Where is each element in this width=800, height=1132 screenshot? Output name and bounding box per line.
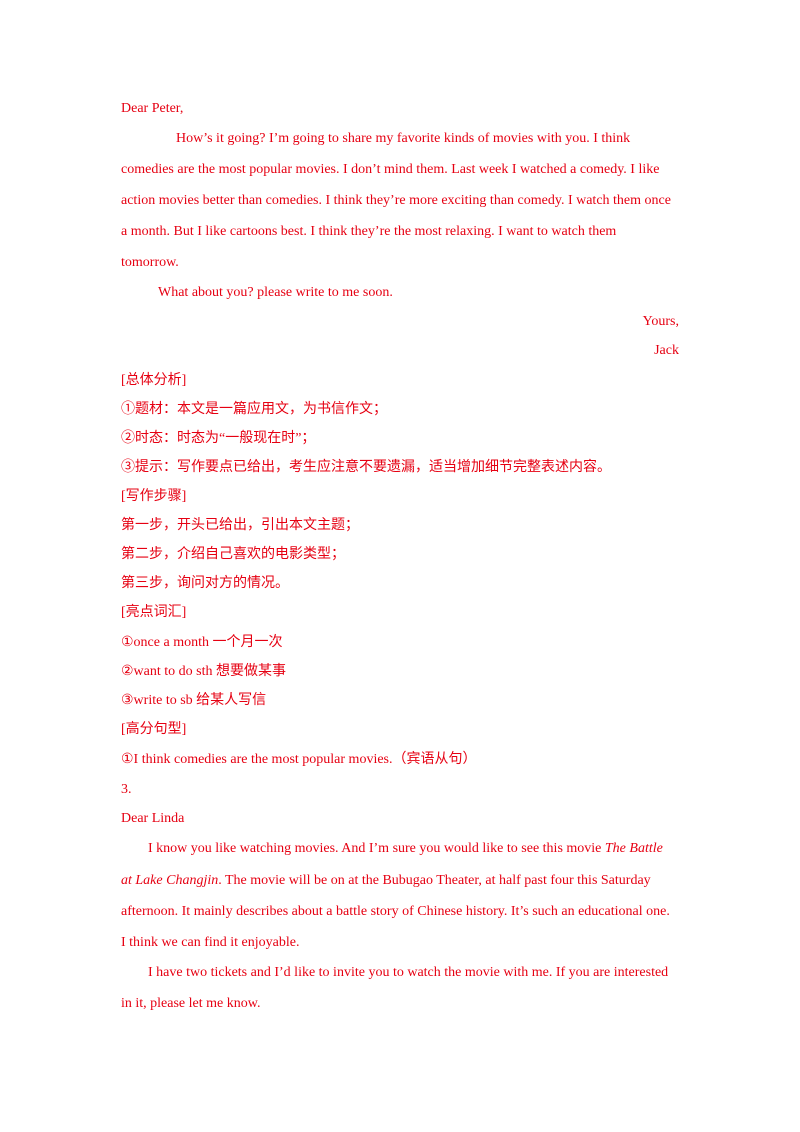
vocab-item: ①once a month 一个月一次	[121, 635, 283, 650]
letter2-p1-text: . The movie will be on at the Bubugao Th…	[218, 873, 651, 888]
letter2-p2-line: I have two tickets and I’d like to invit…	[148, 965, 669, 980]
overall-analysis-item: ①题材：本文是一篇应用文，为书信作文；	[121, 402, 387, 417]
vocab-item: ③write to sb 给某人写信	[121, 693, 267, 708]
vocab-heading: [亮点词汇]	[121, 605, 187, 620]
movie-title-part: The Battle	[604, 841, 663, 856]
sentence-item: ①I think comedies are the most popular m…	[121, 752, 477, 767]
letter2-greeting: Dear Linda	[121, 811, 185, 826]
letter2-p1-line: I think we can find it enjoyable.	[121, 935, 300, 950]
letter1-signature: Jack	[654, 343, 679, 358]
letter2-p2-line: in it, please let me know.	[121, 996, 261, 1011]
letter2-p1-line: at Lake Changjin. The movie will be on a…	[121, 874, 651, 888]
writing-step: 第二步，介绍自己喜欢的电影类型；	[121, 547, 345, 562]
letter1-p2: What about you? please write to me soon.	[158, 285, 393, 300]
letter2-p1-line: I know you like watching movies. And I’m…	[148, 842, 663, 856]
letter1-greeting: Dear Peter,	[121, 101, 184, 116]
letter1-p1-line: action movies better than comedies. I th…	[121, 193, 671, 208]
overall-analysis-heading: [总体分析]	[121, 373, 187, 388]
writing-step: 第一步，开头已给出，引出本文主题；	[121, 518, 359, 533]
writing-steps-heading: [写作步骤]	[121, 489, 187, 504]
letter1-p1-line: a month. But I like cartoons best. I thi…	[121, 224, 617, 239]
movie-title-part: at Lake Changjin	[121, 873, 219, 888]
letter1-p1-line: comedies are the most popular movies. I …	[121, 162, 660, 177]
letter2-p1-text: I know you like watching movies. And I’m…	[148, 841, 605, 856]
letter1-p1-line: tomorrow.	[121, 255, 179, 270]
writing-step: 第三步，询问对方的情况。	[121, 576, 289, 591]
overall-analysis-item: ③提示：写作要点已给出，考生应注意不要遗漏，适当增加细节完整表述内容。	[121, 460, 611, 475]
letter1-closing: Yours,	[642, 314, 679, 329]
sentence-heading: [高分句型]	[121, 722, 187, 737]
overall-analysis-item: ②时态：时态为“一般现在时”；	[121, 431, 316, 446]
letter2-p1-line: afternoon. It mainly describes about a b…	[121, 904, 670, 919]
letter1-p1-line: How’s it going? I’m going to share my fa…	[176, 131, 631, 146]
item-number: 3.	[121, 782, 132, 797]
vocab-item: ②want to do sth 想要做某事	[121, 664, 286, 679]
